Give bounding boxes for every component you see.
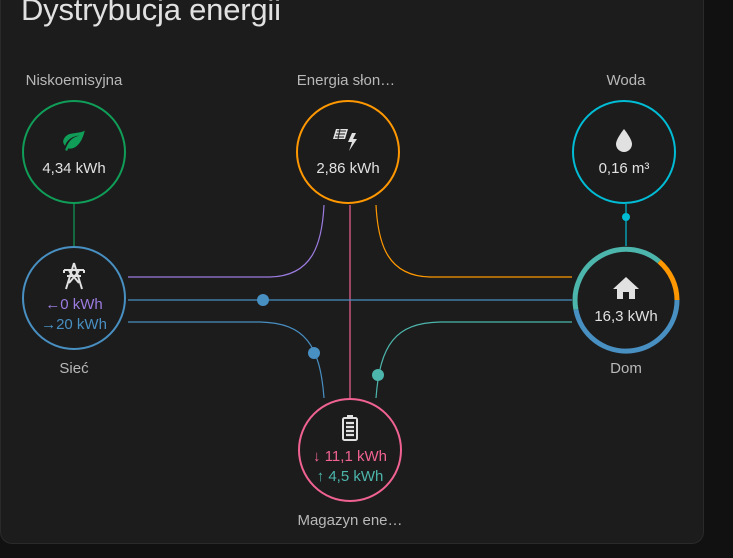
water-node[interactable]: 0,16 m³ xyxy=(572,100,676,204)
home-label: Dom xyxy=(610,360,642,377)
flow-solar-to-home xyxy=(375,204,572,278)
low-carbon-value: 4,34 kWh xyxy=(42,160,106,177)
water-drop-icon xyxy=(614,125,634,155)
battery-out: ↑ 4,5 kWh xyxy=(316,468,384,485)
leaf-icon xyxy=(61,125,87,155)
home-value: 16,3 kWh xyxy=(594,308,658,325)
solar-node[interactable]: 2,86 kWh xyxy=(296,100,400,204)
grid-label: Sieć xyxy=(59,360,89,377)
flow-dot-grid-to-home xyxy=(257,294,269,306)
home-icon xyxy=(612,273,640,303)
water-value: 0,16 m³ xyxy=(598,160,650,177)
home-ring-grid xyxy=(573,299,680,354)
battery-out-value: 4,5 kWh xyxy=(328,468,384,485)
home-node[interactable]: 16,3 kWh xyxy=(574,248,678,352)
flow-dot-battery-to-home xyxy=(372,369,384,381)
grid-export-value: 0 kWh xyxy=(60,296,103,313)
card-title: Dystrybucja energii xyxy=(21,0,281,27)
grid-import: →20 kWh xyxy=(41,316,107,333)
flow-grid-to-battery xyxy=(128,321,325,399)
battery-label: Magazyn ene… xyxy=(297,512,403,529)
battery-node[interactable]: ↓ 11,1 kWh ↑ 4,5 kWh xyxy=(298,398,402,502)
solar-value: 2,86 kWh xyxy=(316,160,380,177)
battery-icon xyxy=(341,413,359,443)
home-ring-battery xyxy=(572,246,661,311)
flow-solar-to-grid xyxy=(128,204,325,278)
flow-dot-water xyxy=(622,213,630,221)
grid-node[interactable]: ←0 kWh →20 kWh xyxy=(22,246,126,350)
flow-dot-grid-to-battery xyxy=(308,347,320,359)
home-ring xyxy=(572,246,680,354)
water-label: Woda xyxy=(606,72,646,89)
solar-power-icon xyxy=(333,125,363,155)
low-carbon-label: Niskoemisyjna xyxy=(25,72,123,89)
battery-in-value: 11,1 kWh xyxy=(324,448,387,465)
home-ring-solar xyxy=(657,259,680,301)
solar-label: Energia słon… xyxy=(296,72,396,89)
transmission-tower-icon xyxy=(60,261,88,291)
flow-battery-to-home xyxy=(375,321,572,399)
battery-in: ↓ 11,1 kWh xyxy=(313,448,387,465)
low-carbon-node[interactable]: 4,34 kWh xyxy=(22,100,126,204)
grid-import-value: 20 kWh xyxy=(56,316,107,333)
grid-export: ←0 kWh xyxy=(45,296,103,313)
